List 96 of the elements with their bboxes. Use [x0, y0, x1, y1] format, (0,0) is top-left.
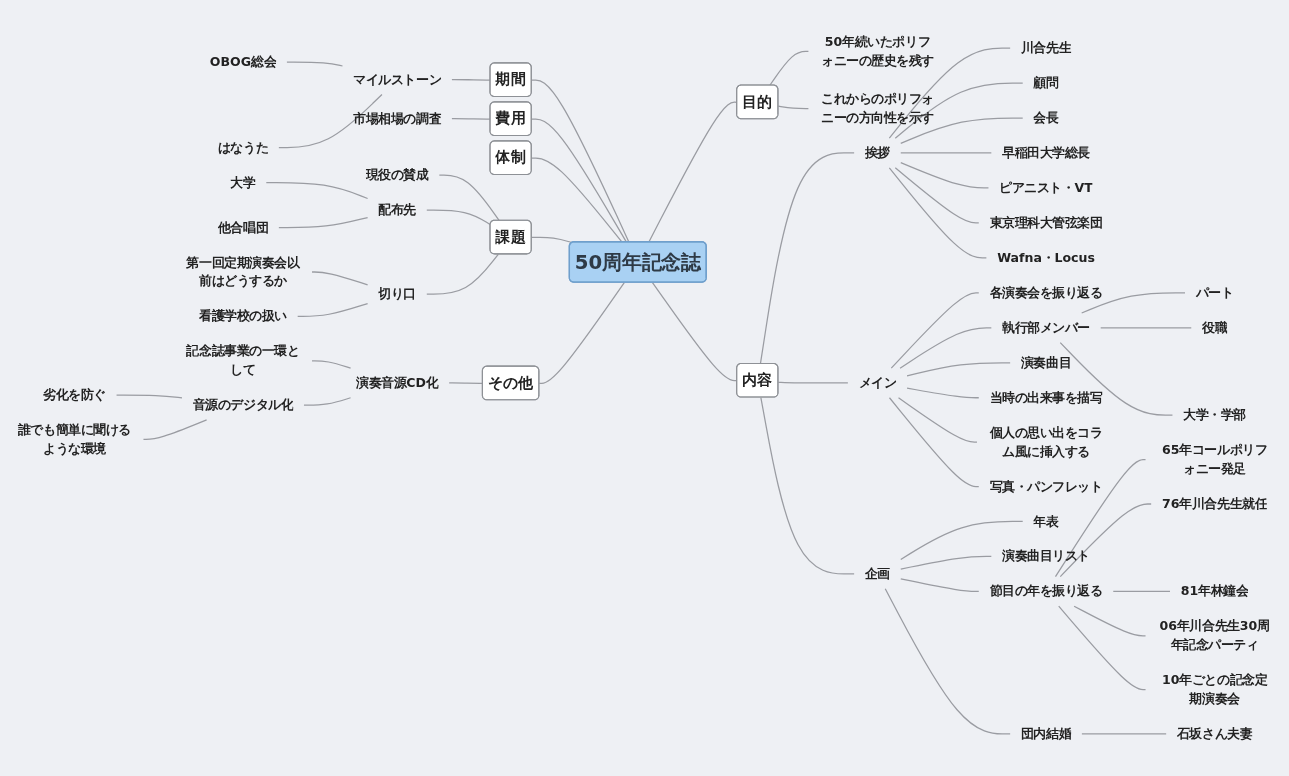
connector	[759, 152, 855, 365]
node-text: 企画	[864, 566, 891, 581]
node-text: 音源のデジタル化	[192, 397, 294, 412]
node-text: 大学・学部	[1183, 407, 1246, 422]
node-text: 年表	[1033, 513, 1059, 529]
connector	[297, 302, 369, 317]
node-text: OBOG総会	[209, 54, 277, 69]
node-text: パート	[1195, 285, 1234, 300]
connector	[894, 82, 1024, 139]
connector	[888, 167, 987, 259]
node-text: 看護学校の扱い	[199, 308, 287, 324]
connector	[286, 61, 344, 67]
node-text: 現役の賛成	[365, 167, 429, 182]
connector	[906, 387, 980, 399]
node-text: 65年コールポリフォニー発足	[1161, 442, 1268, 476]
node-text: マイルストーン	[353, 72, 442, 87]
node-text: 各演奏会を振り返る	[989, 285, 1103, 300]
node-text: 演奏音源CD化	[356, 375, 439, 390]
connector	[900, 555, 992, 570]
connector	[115, 394, 183, 399]
connector	[142, 419, 208, 441]
node-text: 06年川合先生30周年記念パーティ	[1159, 618, 1270, 652]
connector	[1112, 590, 1171, 593]
connector	[899, 327, 992, 369]
node-text: 写真・パンフレット	[989, 478, 1103, 494]
connector	[1058, 605, 1147, 691]
node-text: 50年続いたポリフォニーの歴史を残す	[820, 34, 934, 68]
node-text: はなうた	[217, 139, 269, 155]
connector	[888, 397, 980, 488]
node-text: メイン	[858, 375, 897, 390]
node-text: 会長	[1033, 110, 1059, 125]
node-text: 76年川合先生就任	[1161, 496, 1268, 511]
connector	[900, 152, 992, 154]
node-text: 大学	[230, 174, 256, 190]
connector	[1073, 605, 1147, 637]
connector	[1054, 459, 1147, 578]
connector	[906, 362, 1011, 377]
node-text: 団内結婚	[1020, 726, 1072, 741]
node-text: 劣化を防ぐ	[43, 387, 106, 402]
connector	[769, 50, 810, 87]
connector	[890, 292, 980, 369]
node-text: 81年林鐘会	[1180, 583, 1249, 599]
node-text: 顧問	[1033, 75, 1059, 90]
node-text: 記念誌事業の一環として	[186, 343, 300, 377]
node-text: 演奏曲目リスト	[1002, 548, 1090, 564]
connector	[894, 167, 980, 224]
connector	[426, 253, 499, 295]
node-text: 第一回定期演奏会以前はどうするか	[186, 254, 300, 289]
connector	[884, 588, 1011, 735]
connector	[531, 79, 630, 243]
connector	[777, 381, 849, 384]
connector	[531, 236, 573, 244]
connector	[897, 397, 978, 443]
connector	[265, 181, 369, 200]
connector	[303, 397, 352, 406]
connector	[311, 360, 352, 369]
connector	[1081, 292, 1186, 314]
connector	[438, 174, 500, 222]
connector	[531, 157, 623, 243]
connector	[760, 396, 855, 575]
node-text: 執行部メンバー	[1002, 320, 1090, 335]
node-text: Wafna・Locus	[997, 250, 1095, 265]
node-text: 演奏曲目	[1020, 355, 1072, 370]
node-text: 市場相場の調査	[353, 111, 442, 126]
node-text: 早稲田大学総長	[1002, 145, 1090, 160]
node-text: 切り口	[378, 286, 417, 301]
node-text: 他合唱団	[217, 220, 269, 235]
node-text: 川合先生	[1020, 40, 1072, 55]
connector	[531, 118, 628, 243]
node-text: 当時の出来事を描写	[989, 390, 1103, 405]
connector	[900, 520, 1024, 561]
node-text: 10年ごとの記念定期演奏会	[1161, 672, 1268, 706]
connector	[1059, 503, 1152, 578]
node-text: 誰でも簡単に聞けるような環境	[17, 422, 131, 456]
node-text: 挨拶	[864, 145, 891, 160]
node-text: 配布先	[378, 202, 417, 217]
connector	[900, 578, 980, 593]
node-text: これからのポリフォニーの方向性を示す	[820, 91, 934, 125]
connector	[900, 162, 990, 189]
connector	[538, 281, 625, 385]
node-text: ピアニスト・VT	[999, 180, 1093, 195]
connector	[900, 117, 1024, 144]
node-text: 石坂さん夫妻	[1176, 726, 1253, 741]
node-text: 節目の年を振り返る	[989, 583, 1103, 599]
node-text: 個人の思い出をコラム風に挿入する	[989, 425, 1103, 459]
connector	[1081, 733, 1167, 735]
connector	[888, 47, 1011, 139]
connector	[1059, 342, 1174, 416]
node-text: 役職	[1202, 320, 1228, 335]
connector	[278, 216, 369, 229]
connector	[777, 105, 810, 110]
node-text: 東京理科大管弦楽団	[989, 215, 1103, 230]
connector	[1100, 327, 1192, 329]
connector	[311, 271, 369, 286]
connector	[426, 209, 492, 226]
connector	[278, 93, 383, 149]
